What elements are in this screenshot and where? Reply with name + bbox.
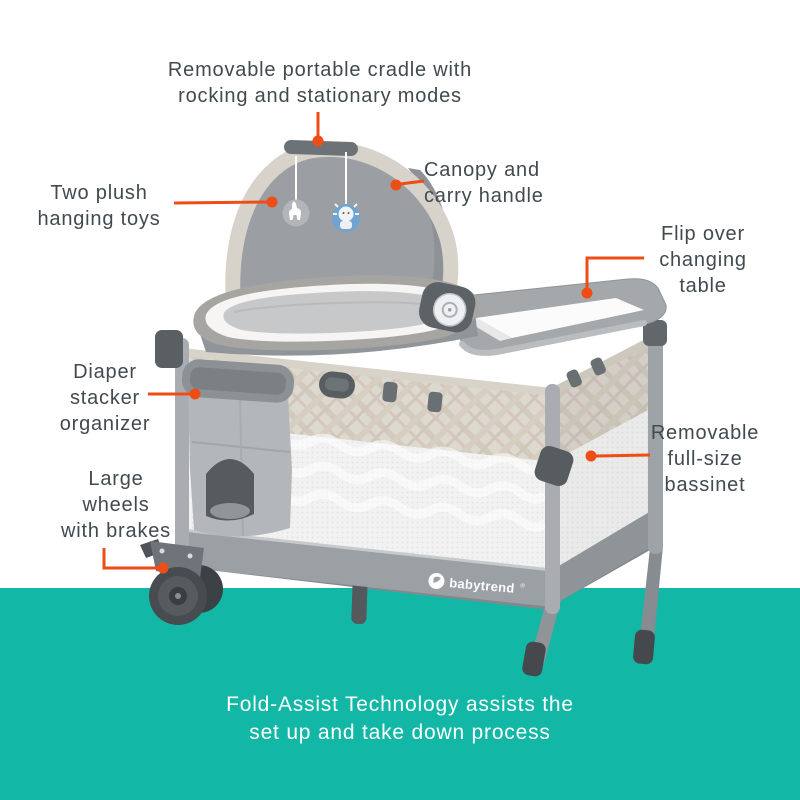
callout-changing-line1: Flip over: [661, 223, 745, 245]
callout-cradle-line1: Removable portable cradle with: [167, 59, 473, 81]
connector-canopy: [390, 179, 425, 191]
teal-footer-band: [0, 588, 800, 800]
callout-cradle-line2: rocking and stationary modes: [178, 85, 462, 107]
footer-note: Fold-Assist Technology assists the set u…: [0, 691, 800, 747]
callout-bassinet-line1: Removable: [650, 422, 760, 444]
connector-changing-table: [581, 256, 644, 299]
footer-line1: Fold-Assist Technology assists the: [226, 693, 574, 716]
connector-toys: [173, 196, 278, 208]
callout-wheels-line3: with brakes: [61, 520, 171, 542]
giraffe-toy-icon: [282, 156, 310, 227]
carry-handle: [284, 139, 358, 157]
callout-diaper-line3: organizer: [59, 413, 151, 435]
callout-diaper-stacker: Diaper stacker organizer: [32, 359, 178, 437]
callout-bassinet-line3: bassinet: [664, 474, 746, 496]
diaper-stacker-bag: [181, 359, 295, 537]
connector-diaper: [148, 388, 201, 400]
footer-line2: set up and take down process: [249, 721, 551, 744]
connector-bassinet: [585, 450, 651, 462]
callout-changing-line2: changing: [659, 249, 747, 271]
callout-wheels-line1: Large: [88, 468, 144, 490]
callout-toys-line1: Two plush: [50, 182, 148, 204]
connector-wheels: [102, 548, 169, 574]
callout-canopy-line1: Canopy and: [424, 159, 540, 181]
wheel-assembly: [140, 539, 223, 625]
callout-changing-table: Flip over changing table: [628, 221, 778, 299]
callout-cradle: Removable portable cradle with rocking a…: [100, 57, 540, 109]
callout-canopy-line2: carry handle: [424, 185, 544, 207]
connector-cradle: [312, 112, 324, 147]
changing-table: [454, 278, 667, 356]
callout-bassinet: Removable full-size bassinet: [622, 420, 788, 498]
lion-toy-icon: [332, 152, 360, 232]
callout-hanging-toys: Two plush hanging toys: [25, 180, 173, 232]
callout-changing-line3: table: [679, 275, 727, 297]
callout-connectors: [102, 112, 651, 574]
callout-wheels-line2: wheels: [82, 494, 150, 516]
callout-bassinet-line2: full-size: [667, 448, 743, 470]
callout-wheels: Large wheels with brakes: [40, 466, 192, 544]
cradle: [193, 275, 480, 351]
brand-reg-mark: ®: [520, 582, 526, 589]
music-module: [418, 282, 476, 333]
brand-logo-text: babytrend: [449, 575, 516, 596]
callout-canopy: Canopy and carry handle: [424, 157, 594, 209]
brand-logo: babytrend ®: [428, 573, 526, 596]
callout-diaper-line2: stacker: [69, 387, 141, 409]
callout-toys-line2: hanging toys: [37, 208, 161, 230]
callout-diaper-line1: Diaper: [73, 361, 137, 383]
